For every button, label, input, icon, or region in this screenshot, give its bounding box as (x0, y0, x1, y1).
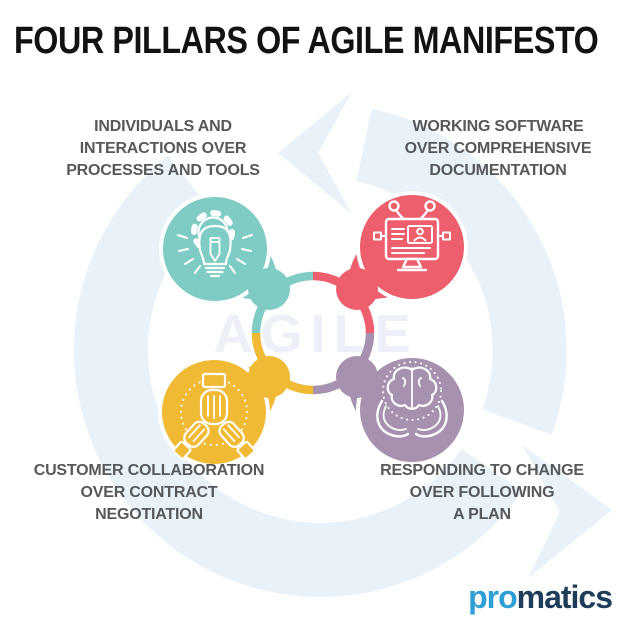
label-line: PROCESSES AND TOOLS (66, 162, 260, 179)
label-customer-collaboration: CUSTOMER COLLABORATION OVER CONTRACT NEG… (15, 460, 283, 526)
logo-suffix: matics (516, 579, 613, 615)
label-line: OVER COMPREHENSIVE (404, 140, 592, 157)
cycle-arrow-top-band (355, 108, 567, 435)
logo-prefix: pro (468, 579, 518, 615)
label-line: CUSTOMER COLLABORATION (33, 462, 265, 479)
label-line: OVER CONTRACT (80, 484, 218, 501)
promatics-logo: promatics (468, 579, 613, 616)
label-line: NEGOTIATION (95, 506, 203, 523)
cycle-arrow-top-head (278, 92, 352, 214)
background-cycle-arrows (73, 92, 612, 598)
software-monitor-icon (373, 200, 451, 272)
teamwork-hands-icon (172, 372, 256, 460)
node-dot-individuals (248, 268, 290, 310)
node-dot-responding-to-change (336, 356, 378, 398)
idea-gear-bulb-icon (177, 210, 253, 278)
agile-watermark: AGILE (213, 304, 418, 364)
label-line: INTERACTIONS OVER (79, 140, 247, 157)
label-individuals: INDIVIDUALS AND INTERACTIONS OVER PROCES… (18, 116, 308, 182)
cycle-arrow-bottom-band (73, 155, 523, 598)
node-dot-customer-collaboration (248, 356, 290, 398)
label-line: WORKING SOFTWARE (412, 118, 584, 135)
label-line: RESPONDING TO CHANGE (380, 462, 584, 479)
label-responding-to-change: RESPONDING TO CHANGE OVER FOLLOWING A PL… (368, 460, 596, 526)
label-working-software: WORKING SOFTWARE OVER COMPREHENSIVE DOCU… (385, 116, 611, 182)
label-line: A PLAN (453, 506, 511, 523)
page-title: FOUR PILLARS OF AGILE MANIFESTO (14, 20, 599, 62)
cycle-arrow-bottom-head (522, 445, 612, 578)
brain-in-hands-icon (376, 361, 448, 438)
node-dot-working-software (336, 268, 378, 310)
label-line: INDIVIDUALS AND (94, 118, 232, 135)
label-line: OVER FOLLOWING (409, 484, 555, 501)
label-line: DOCUMENTATION (429, 162, 567, 179)
